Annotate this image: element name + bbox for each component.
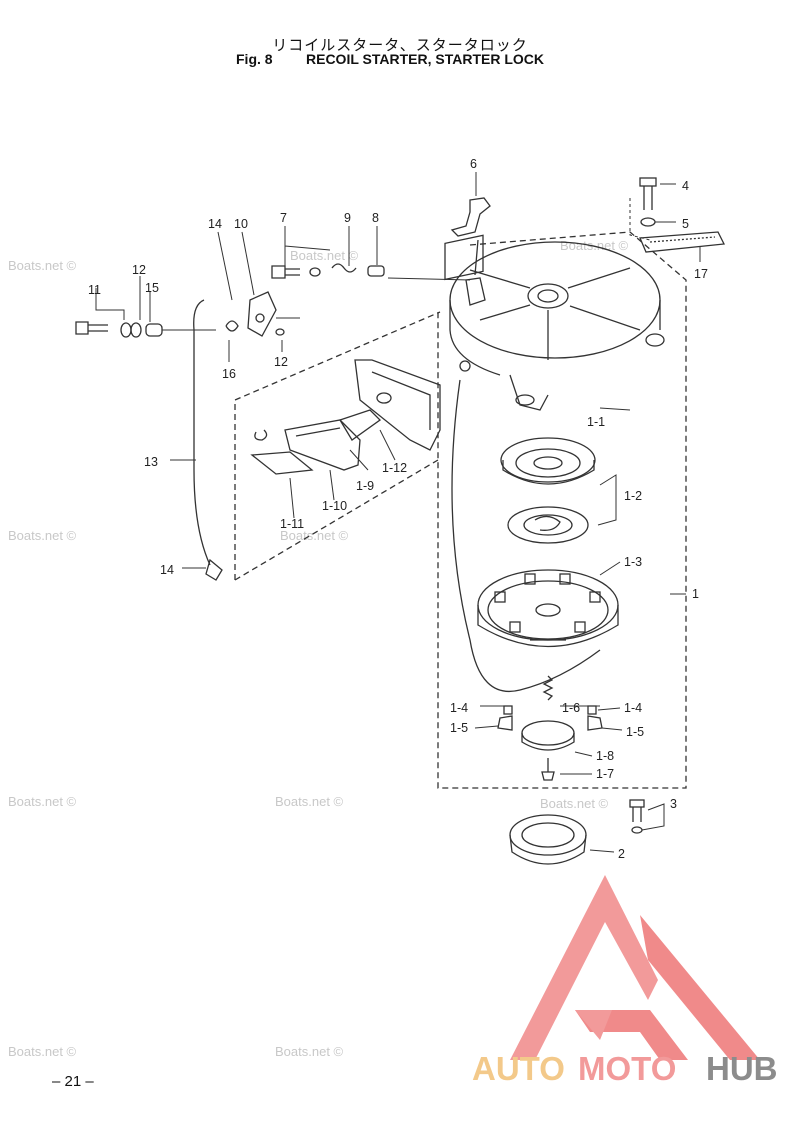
label-part-14-bottom: 14 xyxy=(160,563,174,577)
label-part-13: 13 xyxy=(144,455,158,469)
drive-cup-part-2 xyxy=(509,814,587,865)
watermark: Boats.net © xyxy=(8,528,77,543)
label-part-3: 3 xyxy=(670,797,677,811)
label-part-6: 6 xyxy=(470,157,477,171)
label-part-4: 4 xyxy=(682,179,689,193)
japanese-title: リコイルスタータ、スタータロック xyxy=(272,36,528,54)
brand-text-moto: MOTO xyxy=(578,1050,677,1087)
label-part-7: 7 xyxy=(280,211,287,225)
label-part-1-11: 1-11 xyxy=(280,517,304,531)
cable-part-13 xyxy=(193,299,211,566)
watermark: Boats.net © xyxy=(8,794,77,809)
assembly-boundary-lock xyxy=(234,311,441,580)
automotohub-logo-icon xyxy=(510,875,760,1060)
assembly-boundary-1 xyxy=(437,231,687,789)
label-part-1-8: 1-8 xyxy=(596,749,614,763)
watermark: Boats.net © xyxy=(8,258,77,273)
collar-part-15 xyxy=(145,323,163,337)
label-part-14-top: 14 xyxy=(208,217,222,231)
label-part-5: 5 xyxy=(682,217,689,231)
label-part-8: 8 xyxy=(372,211,379,225)
page-number: – 21 – xyxy=(52,1073,94,1090)
label-part-2: 2 xyxy=(618,847,625,861)
bolt-part-3 xyxy=(629,799,645,834)
knob-housing-part-1-12 xyxy=(354,359,441,451)
label-part-1-10: 1-10 xyxy=(322,499,347,513)
label-part-9: 9 xyxy=(344,211,351,225)
bolt-part-11 xyxy=(75,321,108,335)
watermark: Boats.net © xyxy=(275,794,344,809)
clip-part-1-11 xyxy=(250,451,314,475)
label-part-15: 15 xyxy=(145,281,159,295)
watermark: Boats.net © xyxy=(280,528,349,543)
plate-part-17 xyxy=(639,231,726,253)
bolt-part-4 xyxy=(639,177,657,210)
label-part-1-1: 1-1 xyxy=(587,415,605,429)
label-part-1-12: 1-12 xyxy=(382,461,407,475)
label-part-16: 16 xyxy=(222,367,236,381)
label-part-1-4-left: 1-4 xyxy=(450,701,468,715)
brand-text-auto: AUTO xyxy=(472,1050,565,1087)
label-part-1-5-right: 1-5 xyxy=(626,725,644,739)
label-part-12-bottom: 12 xyxy=(274,355,288,369)
knob-part-1-10 xyxy=(284,419,361,471)
label-part-1-5-left: 1-5 xyxy=(450,721,468,735)
lever-part-6 xyxy=(450,197,491,237)
label-part-1: 1 xyxy=(692,587,699,601)
collar-part-8 xyxy=(367,265,385,277)
watermark: Boats.net © xyxy=(275,1044,344,1059)
label-part-12-top: 12 xyxy=(132,263,146,277)
shaft-part-1-9 xyxy=(339,409,382,441)
watermark: Boats.net © xyxy=(290,248,359,263)
label-part-1-7: 1-7 xyxy=(596,767,614,781)
reel-part-1-3 xyxy=(477,569,619,648)
washer-part-5 xyxy=(640,217,656,227)
label-part-1-6: 1-6 xyxy=(562,701,580,715)
label-part-17: 17 xyxy=(694,267,708,281)
figure-number: Fig. 8 xyxy=(236,51,273,67)
spiral-spring-part-1-2 xyxy=(500,437,596,544)
link-part-10 xyxy=(247,291,277,337)
label-part-1-9: 1-9 xyxy=(356,479,374,493)
label-part-1-2: 1-2 xyxy=(624,489,642,503)
washer-part-12 xyxy=(120,322,132,338)
watermark: Boats.net © xyxy=(8,1044,77,1059)
spring-part-9 xyxy=(331,263,357,273)
watermark: Boats.net © xyxy=(540,796,609,811)
brand-text-hub: HUB xyxy=(706,1050,778,1087)
label-part-1-4-right: 1-4 xyxy=(624,701,642,715)
label-part-11: 11 xyxy=(88,283,101,297)
spring-part-16 xyxy=(225,320,239,332)
label-part-1-3: 1-3 xyxy=(624,555,642,569)
recoil-case-part-1-1 xyxy=(444,234,665,411)
label-part-10: 10 xyxy=(234,217,248,231)
bolt-part-7 xyxy=(271,265,300,279)
diagram-title: RECOIL STARTER, STARTER LOCK xyxy=(306,51,544,67)
